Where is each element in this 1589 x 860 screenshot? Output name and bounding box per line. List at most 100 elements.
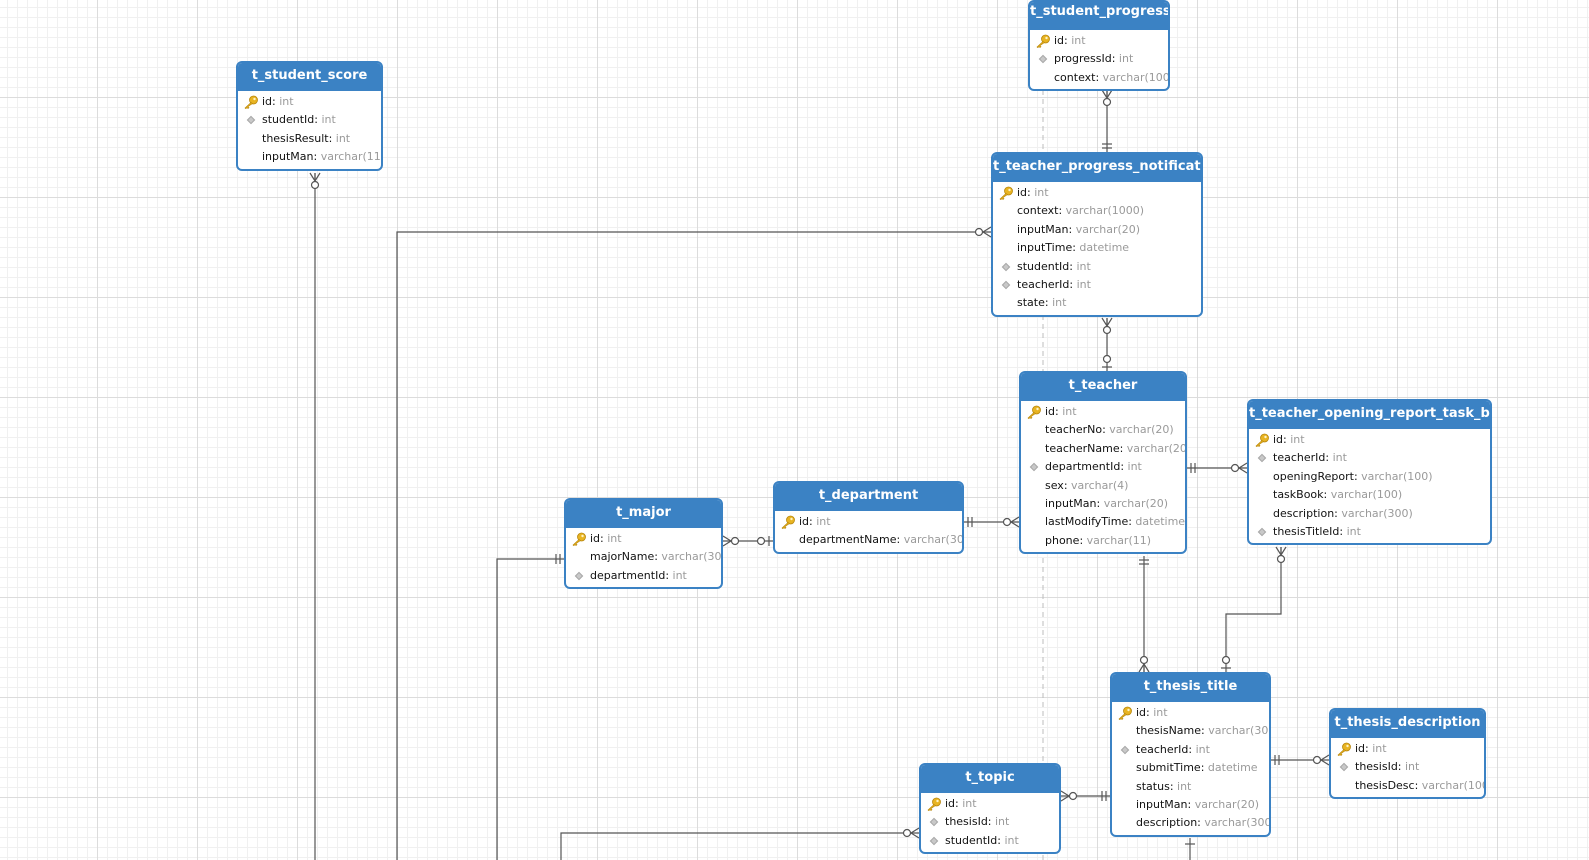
relationship-notification-trunk[interactable] (396, 231, 991, 860)
column-row[interactable]: id: int (993, 184, 1201, 202)
column-name: studentId (1017, 259, 1070, 273)
table-title[interactable]: t_teacher_progress_notification (993, 154, 1201, 182)
table-title[interactable]: t_major (566, 500, 721, 528)
column-row[interactable]: teacherName: varchar(20) (1021, 440, 1185, 458)
column-row[interactable]: teacherNo: varchar(20) (1021, 421, 1185, 439)
column-name: lastModifyTime (1045, 515, 1129, 529)
column-row[interactable]: departmentId: int (1021, 458, 1185, 476)
column-row[interactable]: inputTime: datetime (993, 239, 1201, 257)
table-t-teacher-opening-report-task-book[interactable]: t_teacher_opening_report_task_book id: in… (1247, 399, 1492, 546)
column-row[interactable]: inputMan: varchar(20) (993, 221, 1201, 239)
table-title[interactable]: t_topic (921, 765, 1059, 793)
score-end-crowfoot-marker[interactable] (309, 172, 321, 183)
column-row[interactable]: description: varchar(300) (1112, 814, 1269, 832)
column-separator: : (809, 515, 817, 528)
column-name: id (1355, 742, 1366, 755)
table-title[interactable]: t_teacher (1021, 373, 1185, 401)
column-row[interactable]: state: int (993, 294, 1201, 312)
column-name: id (799, 515, 810, 528)
foreign-key-icon (574, 571, 584, 581)
column-row[interactable]: departmentId: int (566, 567, 721, 585)
column-row[interactable]: thesisName: varchar(30) (1112, 722, 1269, 740)
table-title[interactable]: t_student_progress (1030, 2, 1168, 30)
column-row[interactable]: id: int (1112, 704, 1269, 722)
column-row[interactable]: sex: varchar(4) (1021, 477, 1185, 495)
column-separator: : (314, 113, 322, 127)
column-row[interactable]: teacherId: int (1249, 449, 1490, 467)
column-row[interactable]: inputMan: varchar(11) (238, 148, 381, 166)
relationship-report-thesis[interactable] (1225, 547, 1282, 672)
table-title[interactable]: t_teacher_opening_report_task_book (1249, 401, 1490, 429)
column-name: inputTime (1017, 241, 1073, 255)
column-row[interactable]: taskBook: varchar(100) (1249, 486, 1490, 504)
column-row[interactable]: majorName: varchar(30) (566, 548, 721, 566)
column-row[interactable]: id: int (1030, 32, 1168, 50)
column-row[interactable]: inputMan: varchar(20) (1112, 796, 1269, 814)
column-row[interactable]: id: int (566, 530, 721, 548)
column-row[interactable]: context: varchar(100) (1030, 69, 1168, 87)
column-row[interactable]: studentId: int (238, 111, 381, 129)
column-row[interactable]: teacherId: int (993, 276, 1201, 294)
progress-end-crowfoot-marker[interactable] (1101, 89, 1113, 100)
foreign-key-icon (1029, 462, 1039, 472)
column-row[interactable]: id: int (1331, 740, 1484, 758)
topic-left-end-zero-marker (902, 828, 912, 838)
relationship-major-trunk[interactable] (496, 558, 564, 860)
column-row[interactable]: thesisId: int (921, 813, 1059, 831)
column-separator: : (987, 815, 995, 829)
column-row[interactable]: studentId: int (993, 258, 1201, 276)
column-row[interactable]: id: int (1021, 403, 1185, 421)
column-type: int (1153, 706, 1168, 719)
report-bottom-end-crowfoot-marker[interactable] (1275, 546, 1287, 557)
table-title[interactable]: t_student_score (238, 63, 381, 91)
table-title[interactable]: t_thesis_title (1112, 674, 1269, 702)
column-separator: : (328, 131, 336, 145)
column-row[interactable]: thesisResult: int (238, 130, 381, 148)
column-name: thesisDesc (1355, 778, 1415, 792)
report-left-end-zero-marker (1230, 463, 1240, 473)
column-row[interactable]: context: varchar(1000) (993, 202, 1201, 220)
column-row[interactable]: studentId: int (921, 832, 1059, 850)
column-row[interactable]: thesisTitleId: int (1249, 523, 1490, 541)
column-name: id (1017, 186, 1028, 199)
column-name: id (1273, 433, 1284, 446)
column-row[interactable]: submitTime: datetime (1112, 759, 1269, 777)
column-separator: : (272, 95, 280, 108)
progress-end-zero-marker (1102, 97, 1112, 107)
column-row[interactable]: status: int (1112, 778, 1269, 796)
column-row[interactable]: thesisDesc: varchar(100) (1331, 777, 1484, 795)
column-type: int (1332, 451, 1347, 465)
column-row[interactable]: id: int (238, 93, 381, 111)
column-row[interactable]: teacherId: int (1112, 741, 1269, 759)
column-row[interactable]: thesisId: int (1331, 758, 1484, 776)
column-row[interactable]: progressId: int (1030, 50, 1168, 68)
table-title[interactable]: t_department (775, 483, 962, 511)
column-row[interactable]: lastModifyTime: datetime (1021, 513, 1185, 531)
column-row[interactable]: id: int (1249, 431, 1490, 449)
column-row[interactable]: openingReport: varchar(100) (1249, 468, 1490, 486)
column-row[interactable]: departmentName: varchar(30) (775, 531, 962, 549)
column-row[interactable]: description: varchar(300) (1249, 505, 1490, 523)
column-type: int (1004, 833, 1019, 847)
relationship-topic-trunk[interactable] (560, 832, 919, 860)
column-row[interactable]: phone: varchar(11) (1021, 532, 1185, 550)
table-title[interactable]: t_thesis_description (1331, 710, 1484, 738)
column-row[interactable]: id: int (921, 795, 1059, 813)
column-type: varchar(300) (1341, 506, 1413, 520)
thesis-top-end-crowfoot-marker[interactable] (1138, 662, 1150, 673)
column-row[interactable]: inputMan: varchar(20) (1021, 495, 1185, 513)
column-row[interactable]: id: int (775, 513, 962, 531)
notification-bottom-end-crowfoot-marker[interactable] (1101, 317, 1113, 328)
primary-key-icon (1255, 433, 1269, 447)
column-name: inputMan (262, 150, 314, 164)
